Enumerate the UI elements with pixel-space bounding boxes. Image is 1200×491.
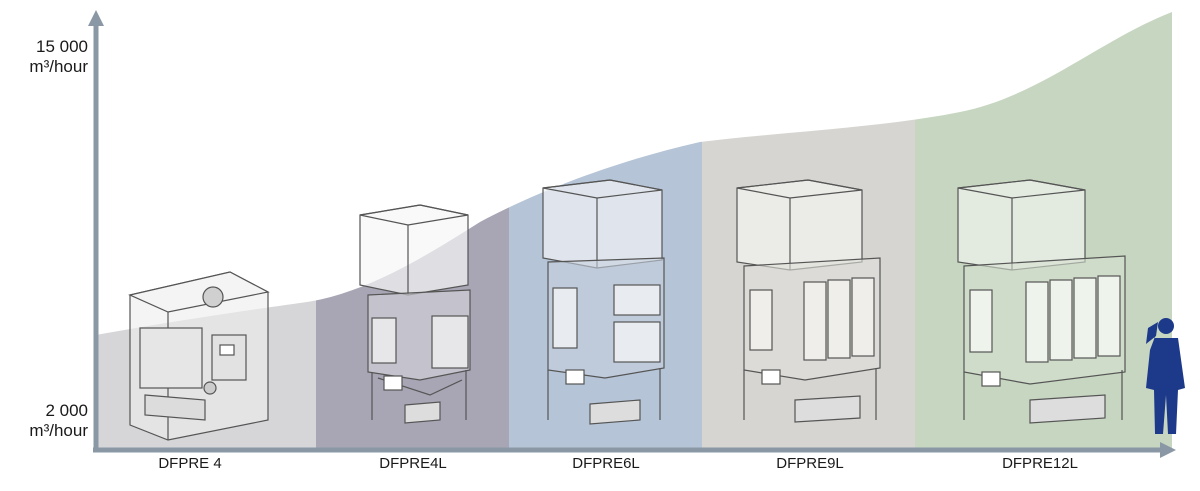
y-axis-min-label: 2 000 m³/hour [6,401,88,441]
y-min-unit: m³/hour [29,421,88,440]
model-label-dfpre4l: DFPRE4L [379,455,447,472]
x-axis-arrow-icon [1160,442,1176,458]
model-label-dfpre9l: DFPRE9L [776,455,844,472]
machine-dfpre6l-illustration [542,179,665,425]
y-max-unit: m³/hour [29,57,88,76]
y-min-value: 2 000 [45,401,88,420]
model-label-dfpre12l: DFPRE12L [1002,455,1078,472]
y-axis-max-label: 15 000 m³/hour [6,37,88,77]
person-on-phone-icon [1146,318,1185,434]
axes [93,22,1163,453]
model-label-dfpre6l: DFPRE6L [572,455,640,472]
machine-dfpre9l-illustration [736,179,881,423]
y-axis-arrow-icon [88,10,104,26]
model-label-dfpre4: DFPRE 4 [158,455,222,472]
machine-dfpre12l-illustration [957,179,1126,424]
y-max-value: 15 000 [36,37,88,56]
machine-dfpre4l-illustration [359,204,471,424]
machine-dfpre4-illustration [128,271,270,441]
